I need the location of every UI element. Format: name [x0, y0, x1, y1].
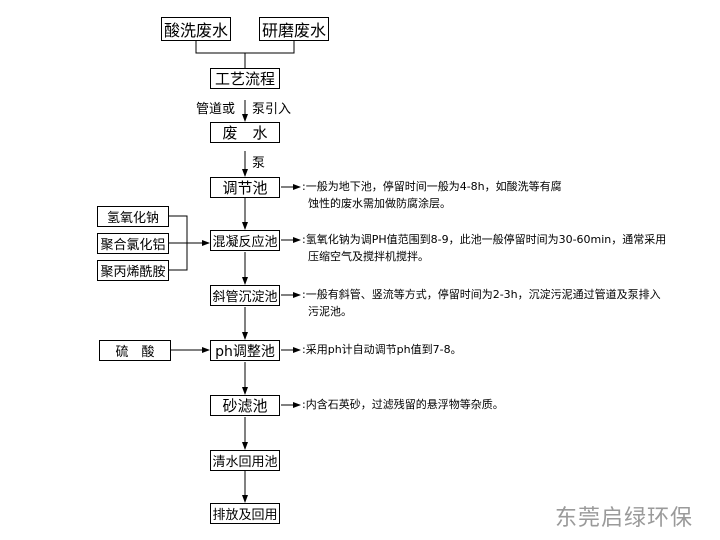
source-acid-wash: 酸洗废水 — [161, 17, 231, 41]
step-reuse-tank: 清水回用池 — [210, 450, 280, 471]
note-sedimentation: :一般有斜管、竖流等方式，停留时间为2-3h，沉淀污泥通过管道及泵排入污泥池。 — [302, 288, 661, 318]
step-ph-tank: ph调整池 — [210, 340, 280, 361]
chemical-sulfuric-acid: 硫 酸 — [99, 340, 171, 361]
chemical-naoh: 氢氧化钠 — [97, 206, 169, 227]
step-discharge: 排放及回用 — [210, 503, 280, 524]
chemical-pac: 聚合氯化铝 — [97, 233, 169, 254]
watermark: 东莞启绿环保 — [555, 506, 694, 531]
chemical-pam: 聚丙烯酰胺 — [97, 260, 169, 281]
transfer-label-right: 泵引入 — [252, 102, 292, 117]
wastewater-box: 废 水 — [210, 122, 280, 143]
note-ph: :采用ph计自动调节ph值到7-8。 — [302, 343, 462, 356]
source-grinding: 研磨废水 — [259, 17, 329, 41]
step-sedimentation-tank: 斜管沉淀池 — [210, 285, 280, 306]
step-sand-filter: 砂滤池 — [210, 395, 280, 416]
flow-title-box: 工艺流程 — [210, 68, 280, 89]
step-coagulation-tank: 混凝反应池 — [210, 230, 280, 251]
note-equalization: :一般为地下池，停留时间一般为4-8h，如酸洗等有腐蚀性的废水需加做防腐涂层。 — [302, 180, 562, 210]
note-sand-filter: :内含石英砂，过滤残留的悬浮物等杂质。 — [302, 398, 504, 411]
transfer-label-left: 管道或 — [196, 102, 236, 117]
note-coagulation: :氢氧化钠为调PH值范围到8-9，此池一般停留时间为30-60min，通常采用压… — [302, 233, 667, 263]
pump-label: 泵 — [252, 156, 266, 171]
step-equalization-tank: 调节池 — [210, 177, 280, 198]
